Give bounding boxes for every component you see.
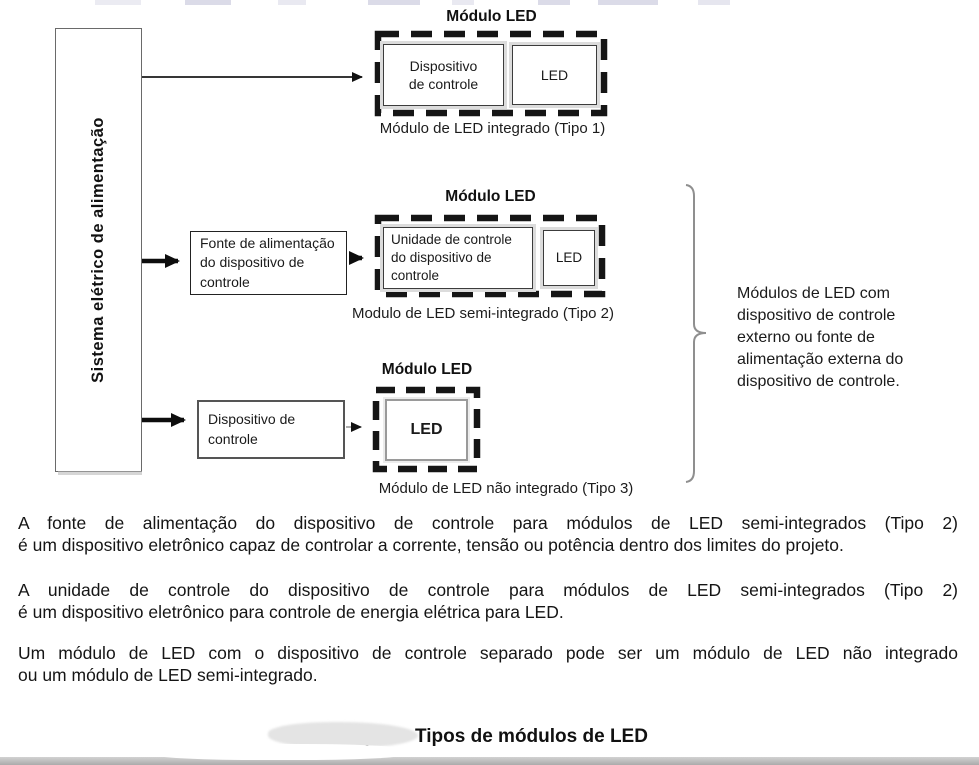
paragraph-2: A unidade de controle do dispositivo de …: [18, 579, 958, 624]
scan-artifact: [452, 0, 474, 5]
scan-artifact: [95, 0, 141, 5]
paragraph-1-line-2: é um dispositivo eletrônico capaz de con…: [18, 535, 844, 556]
power-source-box-shadow: [58, 471, 142, 475]
type2-module-title: Módulo LED: [445, 188, 536, 205]
page-edge-strip: [0, 757, 979, 765]
erased-label-smudge: [268, 722, 418, 748]
type2-power-supply-box: Fonte de alimentação do dispositivo de c…: [190, 231, 347, 295]
power-source-label: Sistema elétrico de alimentação: [89, 117, 107, 383]
type1-module-title: Módulo LED: [446, 8, 537, 25]
paragraph-2-line-1: A unidade de controle do dispositivo de …: [18, 580, 958, 600]
type3-module-title: Módulo LED: [381, 361, 473, 378]
scan-artifact: [698, 0, 730, 5]
paragraph-1-line-1: A fonte de alimentação do dispositivo de…: [18, 513, 958, 533]
type1-control-device-box: Dispositivo de controle: [383, 44, 504, 106]
type1-led-box: LED: [512, 45, 597, 105]
paragraph-1: A fonte de alimentação do dispositivo de…: [18, 512, 958, 557]
scan-artifact: [278, 0, 306, 5]
scan-artifact: [538, 0, 570, 5]
scan-artifact: [368, 0, 420, 5]
type2-led-box: LED: [543, 230, 595, 286]
type2-caption: Modulo de LED semi-integrado (Tipo 2): [351, 305, 615, 322]
type1-caption: Módulo de LED integrado (Tipo 1): [379, 120, 606, 137]
paragraph-3: Um módulo de LED com o dispositivo de co…: [18, 642, 958, 687]
scan-artifact: [598, 0, 658, 5]
group-brace: [685, 184, 707, 483]
paragraph-3-line-2: ou um módulo de LED semi-integrado.: [18, 665, 318, 686]
type3-caption: Módulo de LED não integrado (Tipo 3): [378, 480, 634, 497]
paragraph-3-line-1: Um módulo de LED com o dispositivo de co…: [18, 643, 958, 663]
scan-artifact: [185, 0, 231, 5]
type3-led-box: LED: [385, 399, 468, 461]
power-source-box: Sistema elétrico de alimentação: [55, 28, 142, 472]
page-edge-white-blob: [148, 744, 410, 760]
figure-title: Tipos de módulos de LED: [415, 726, 648, 747]
paragraph-2-line-2: é um dispositivo eletrônico para control…: [18, 602, 564, 623]
type3-control-device-box: Dispositivo de controle: [197, 400, 345, 459]
type2-control-unit-box: Unidade de controle do dispositivo de co…: [383, 227, 533, 289]
group-side-note: Módulos de LED com dispositivo de contro…: [737, 285, 904, 390]
